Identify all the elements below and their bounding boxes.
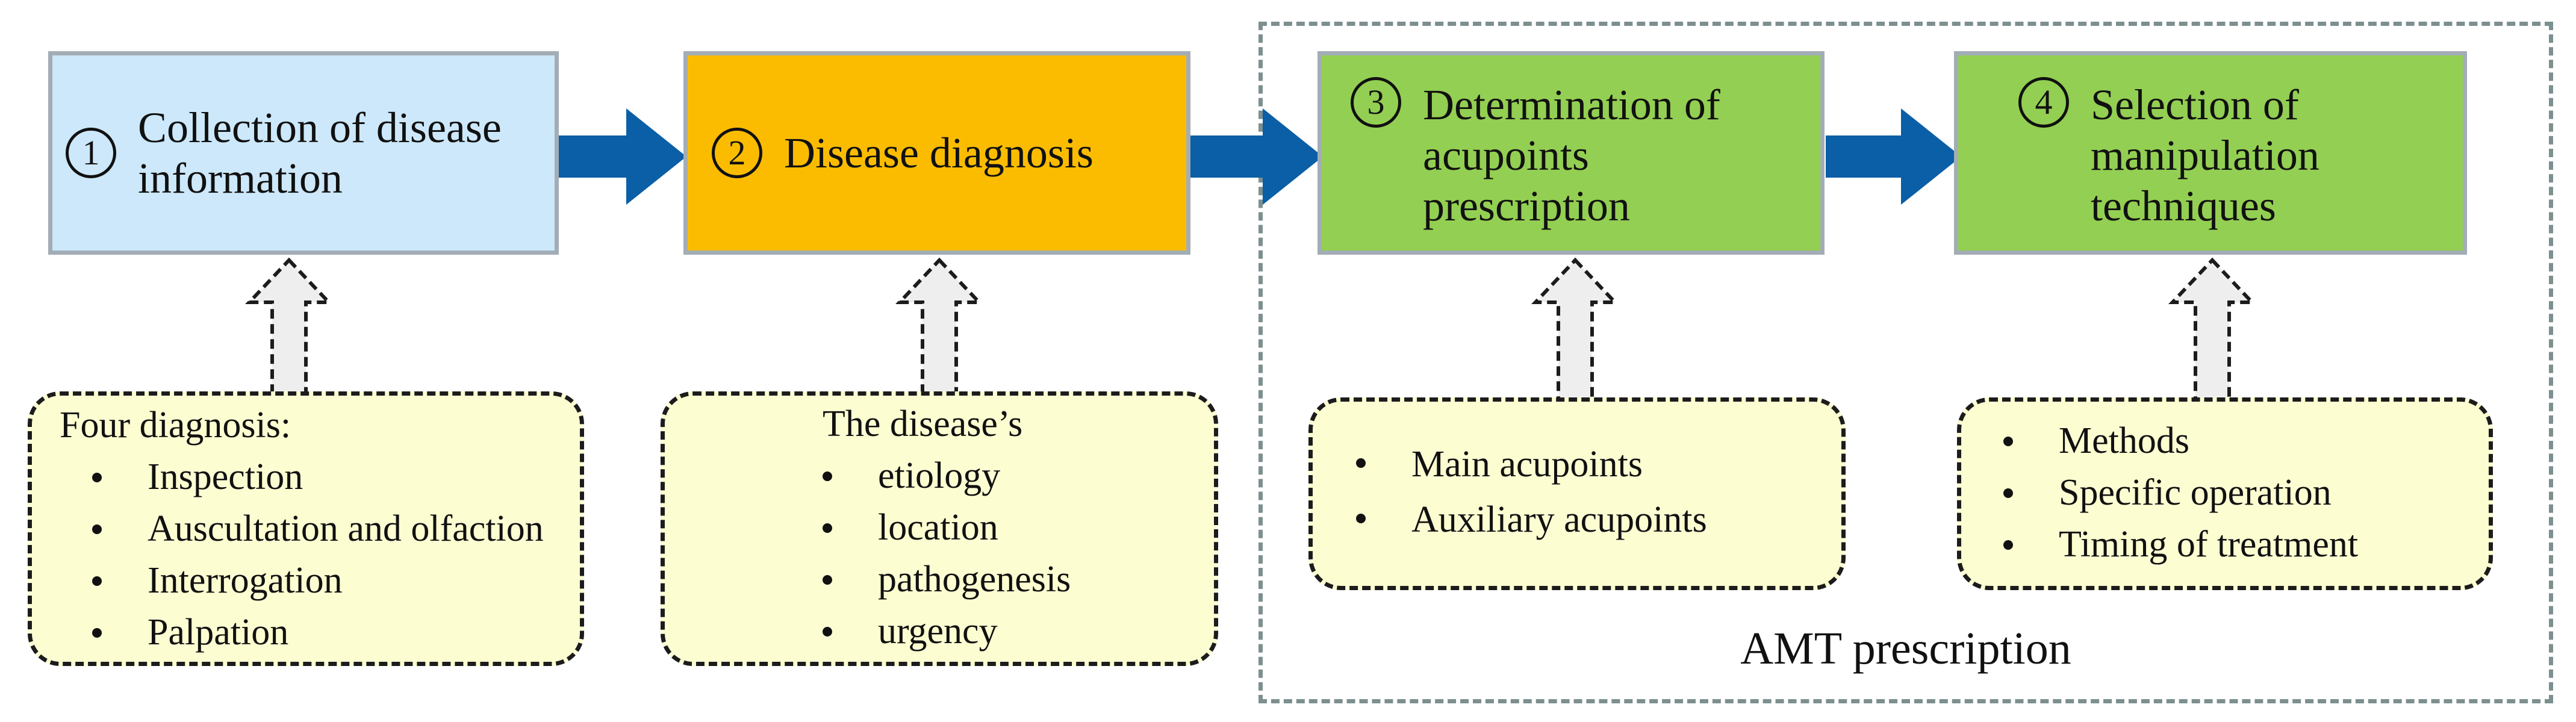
list-item: Interrogation <box>92 555 580 606</box>
input-list: etiology location pathogenesis urgency <box>823 450 1214 657</box>
step-title-line: acupoints <box>1423 131 1589 179</box>
up-arrow-input-4 <box>2168 257 2256 404</box>
step-number-badge: 3 <box>1351 77 1401 128</box>
step-title-line: techniques <box>2091 182 2276 230</box>
list-item: Methods <box>2003 415 2489 467</box>
input-list: Methods Specific operation Timing of tre… <box>2003 415 2489 570</box>
flow-arrow-2-to-3 <box>1187 108 1323 205</box>
input-disease-attributes: The disease’s etiology location pathogen… <box>661 391 1218 666</box>
amt-prescription-group <box>1258 22 2553 703</box>
input-manipulation: Methods Specific operation Timing of tre… <box>1957 397 2493 590</box>
list-item: pathogenesis <box>823 553 1214 605</box>
input-heading: Four diagnosis: <box>60 405 291 446</box>
step-title: Disease diagnosis <box>784 128 1094 178</box>
step-number-badge: 2 <box>712 128 762 178</box>
up-arrow-input-3 <box>1531 257 1619 404</box>
up-arrow-input-1 <box>245 257 333 398</box>
list-item: Timing of treatment <box>2003 518 2489 570</box>
input-acupoints: Main acupoints Auxiliary acupoints <box>1308 397 1846 590</box>
list-item: location <box>823 502 1214 553</box>
input-list: Main acupoints Auxiliary acupoints <box>1356 437 1841 547</box>
list-item: etiology <box>823 450 1214 502</box>
step-title-line: Disease diagnosis <box>784 129 1094 177</box>
step-number-badge: 1 <box>66 128 116 178</box>
list-item: Auscultation and olfaction <box>92 503 580 555</box>
step-title-line: manipulation <box>2091 131 2319 179</box>
list-item: Specific operation <box>2003 467 2489 518</box>
step-selection-of-manipulation-techniques: 4 Selection of manipulation techniques <box>1954 51 2467 255</box>
input-heading: The disease’s <box>823 403 1023 444</box>
step-determination-of-acupoints-prescription: 3 Determination of acupoints prescriptio… <box>1318 51 1825 255</box>
step-title: Collection of disease information <box>138 102 502 204</box>
input-list: Inspection Auscultation and olfaction In… <box>92 451 580 658</box>
list-item: urgency <box>823 605 1214 657</box>
step-title-line: Determination of <box>1423 81 1720 129</box>
step-title-line: information <box>138 154 343 202</box>
step-title-line: prescription <box>1423 182 1630 230</box>
step-collection-of-disease-information: 1 Collection of disease information <box>48 51 559 255</box>
step-title-line: Selection of <box>2091 81 2299 129</box>
list-item: Palpation <box>92 606 580 658</box>
up-arrow-input-2 <box>895 257 983 398</box>
step-number-badge: 4 <box>2018 77 2069 128</box>
step-disease-diagnosis: 2 Disease diagnosis <box>683 51 1190 255</box>
amt-prescription-label: AMT prescription <box>1740 623 2071 674</box>
list-item: Auxiliary acupoints <box>1356 492 1841 547</box>
step-title: Selection of manipulation techniques <box>2091 69 2319 231</box>
input-four-diagnosis: Four diagnosis: Inspection Auscultation … <box>28 391 584 666</box>
list-item: Main acupoints <box>1356 437 1841 492</box>
step-title-line: Collection of disease <box>138 104 502 152</box>
flow-arrow-1-to-2 <box>554 108 686 205</box>
list-item: Inspection <box>92 451 580 503</box>
flow-arrow-3-to-4 <box>1826 108 1961 205</box>
step-title: Determination of acupoints prescription <box>1423 69 1720 231</box>
